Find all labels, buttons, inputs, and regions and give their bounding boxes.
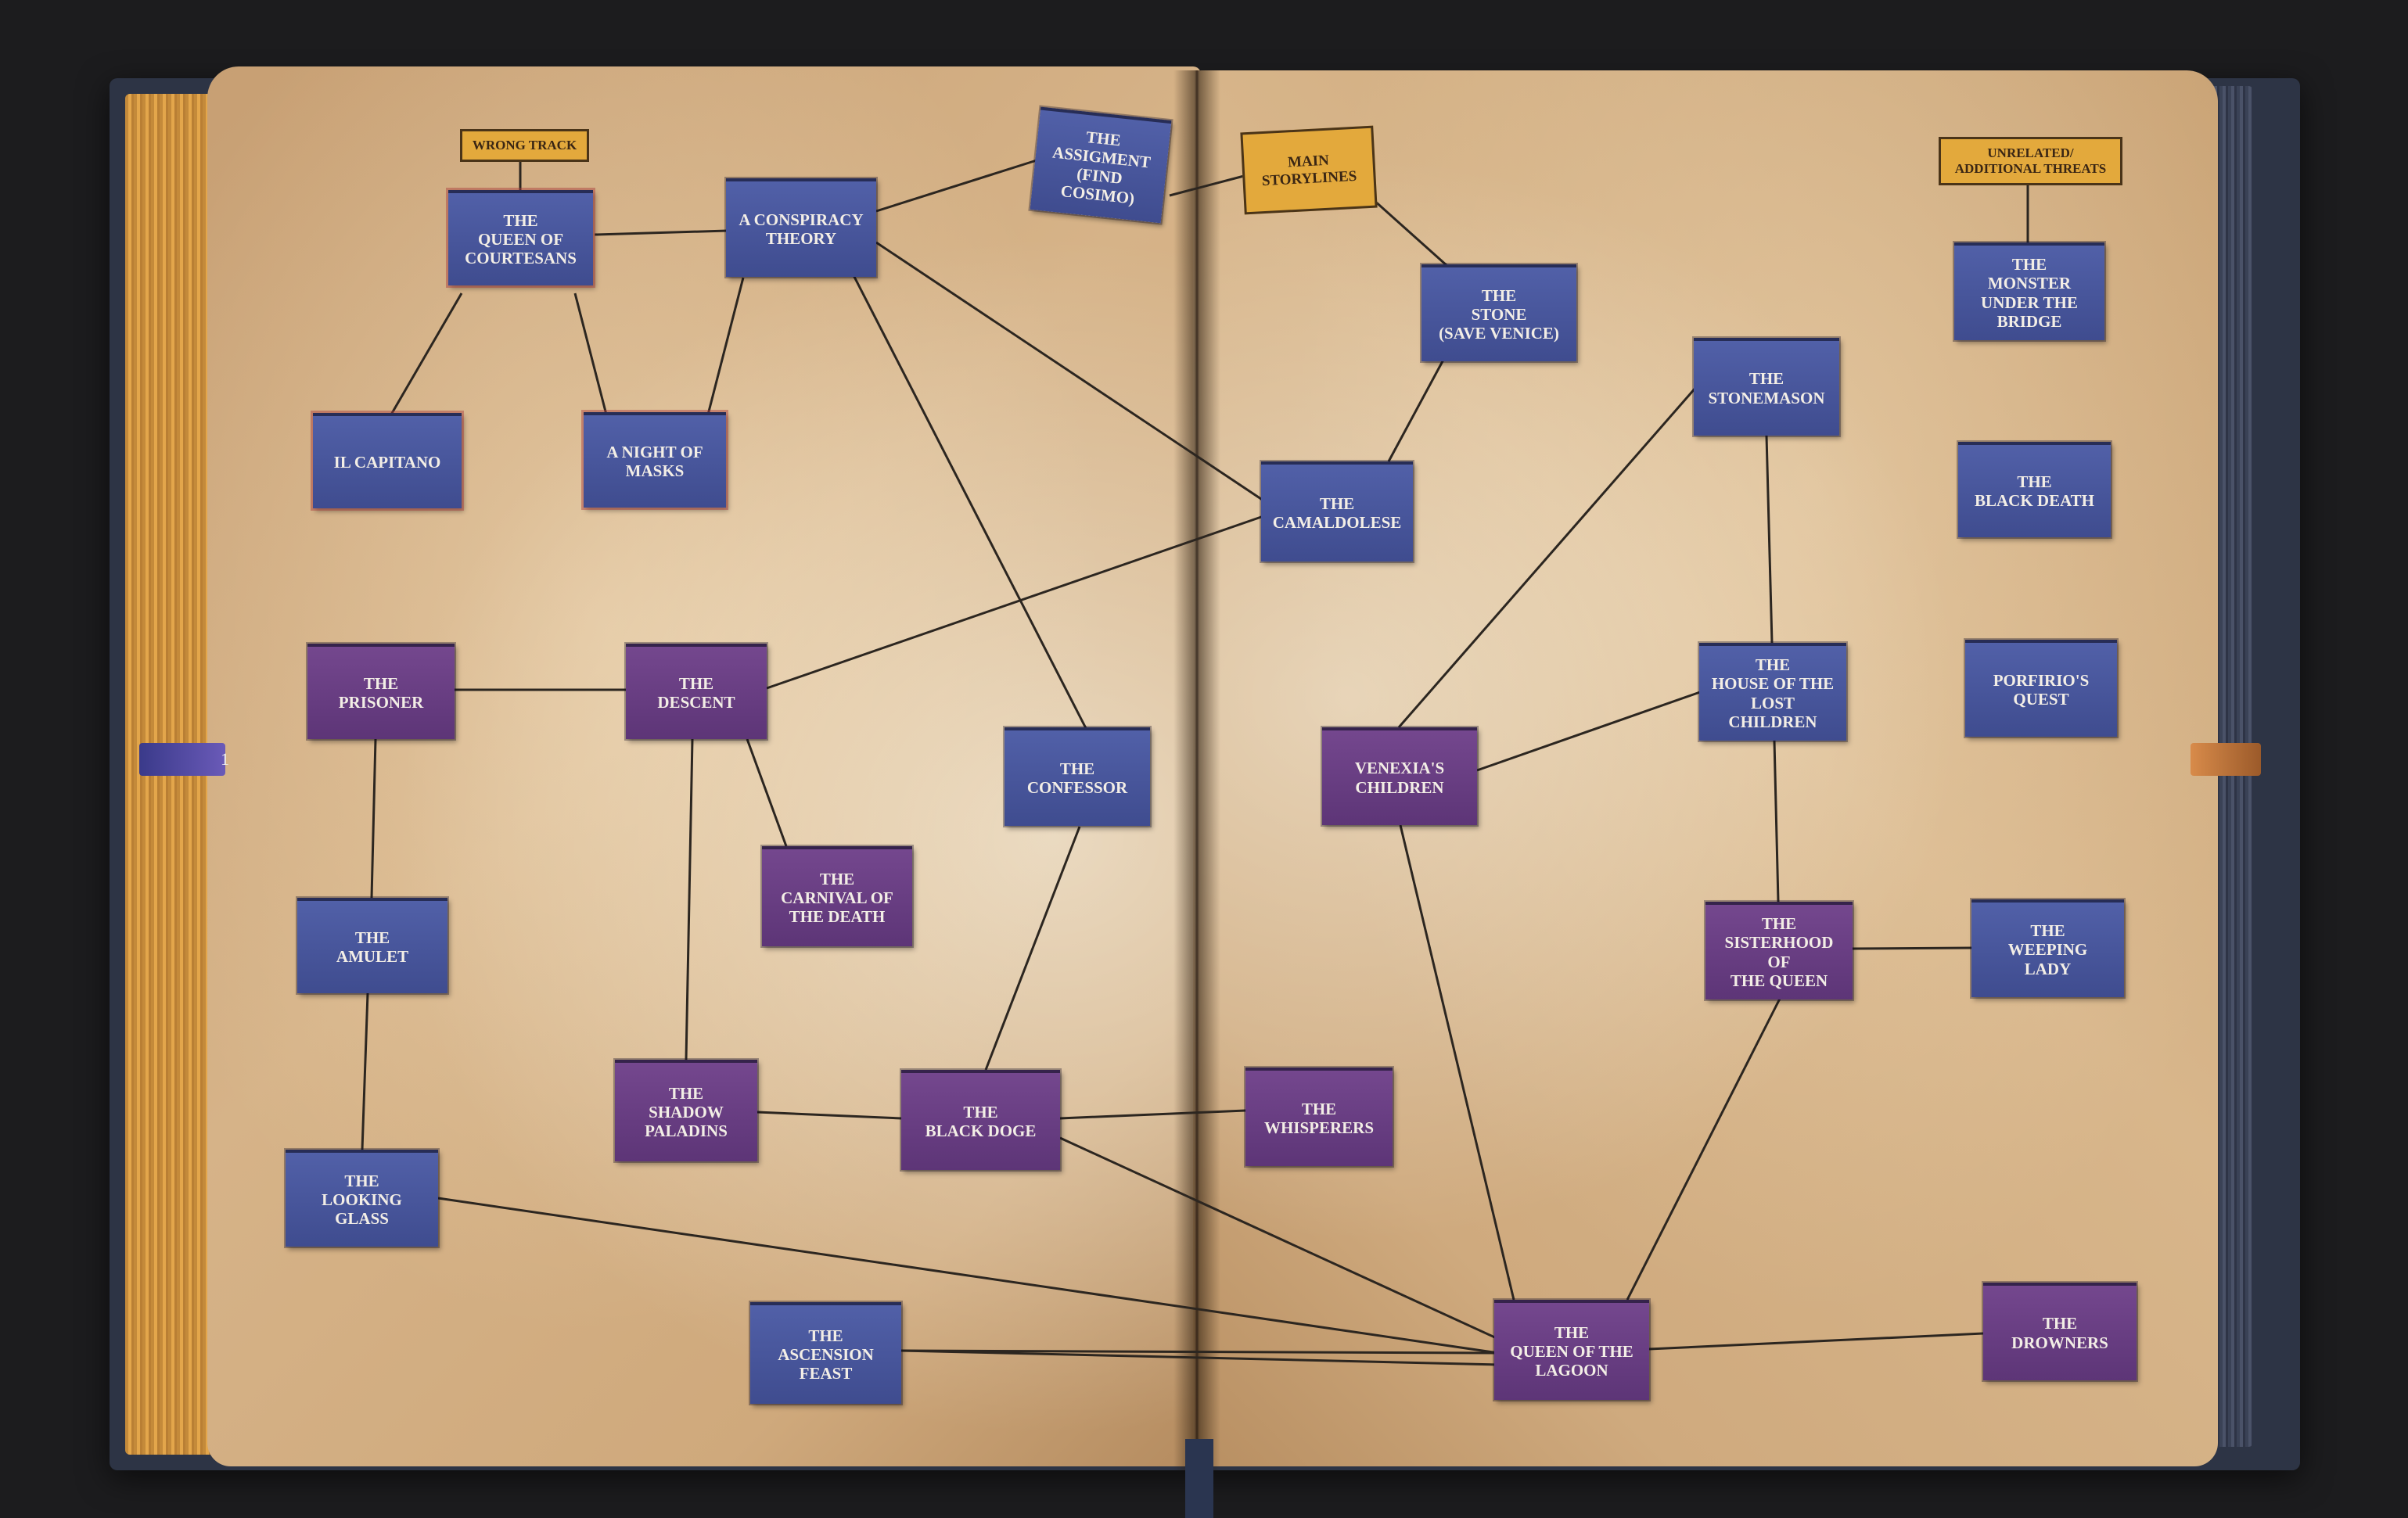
link-blackdoge-lagoon [1059,1136,1499,1340]
legend-wrong-track: WRONG TRACK [460,129,589,162]
node-night-of-masks: A NIGHT OF MASKS [584,412,726,508]
node-assignment: THE ASSIGMENT (FIND COSIMO) [1030,106,1172,224]
bookmark-ribbon [1185,1439,1213,1518]
chapter-tab-right [2191,743,2261,776]
node-shadow-paladins: THE SHADOW PALADINS [615,1060,757,1161]
node-looking-glass: THE LOOKING GLASS [286,1150,438,1247]
node-prisoner: THE PRISONER [307,644,455,739]
link-conspiracy-camaldolese [875,241,1264,502]
link-conspiracy-nightofmasks [706,277,745,415]
node-il-capitano: IL CAPITANO [313,413,462,508]
node-porfirio-quest: PORFIRIO'S QUEST [1965,640,2117,737]
node-black-doge: THE BLACK DOGE [901,1070,1060,1170]
link-lookingglass-lagoon [437,1197,1499,1355]
link-house-sisterhood [1773,740,1780,903]
node-venexia-children: VENEXIA'S CHILDREN [1322,727,1477,825]
legend-unrelated-threats: UNRELATED/ ADDITIONAL THREATS [1939,137,2122,185]
link-descent-carnival [746,738,788,847]
link-descent-camaldolese [766,515,1264,690]
link-confessor-blackdoge [984,826,1081,1071]
link-mainstorylines-stone [1371,198,1449,267]
link-prisoner-amulet [370,738,377,899]
link-stonemason-venexia [1397,386,1698,728]
link-blackdoge-whisperers [1059,1109,1246,1120]
node-amulet: THE AMULET [297,898,447,993]
legend-main-storylines: MAIN STORYLINES [1240,125,1378,215]
node-carnival-of-death: THE CARNIVAL OF THE DEATH [762,846,912,946]
node-sisterhood-queen: THE SISTERHOOD OF THE QUEEN [1705,902,1853,999]
node-black-death: THE BLACK DEATH [1958,442,2111,537]
node-stone: THE STONE (SAVE VENICE) [1421,264,1576,361]
link-assignment-mainstorylines [1169,174,1245,197]
link-lagoon-drowners [1648,1332,1984,1351]
link-conspiracy-confessor [851,273,1089,732]
node-queen-of-courtesans: THE QUEEN OF COURTESANS [448,190,593,285]
node-monster-under-bridge: THE MONSTER UNDER THE BRIDGE [1954,242,2104,340]
link-queen-ilcapitano [390,292,463,415]
link-queen-nightofmasks [573,292,608,415]
link-ascension-lagoon-2 [900,1349,1499,1366]
link-conspiracy-assignment [875,159,1037,213]
link-descent-shadowpaladins [685,738,694,1060]
node-weeping-lady: THE WEEPING LADY [1971,899,2124,997]
link-queen-conspiracy [594,229,728,236]
node-descent: THE DESCENT [626,644,767,739]
node-stonemason: THE STONEMASON [1694,338,1839,436]
node-queen-of-lagoon: THE QUEEN OF THE LAGOON [1494,1300,1649,1400]
link-house-venexia [1476,691,1701,772]
link-venexia-lagoon [1399,824,1515,1301]
node-ascension-feast: THE ASCENSION FEAST [750,1302,901,1404]
link-sisterhood-lagoon [1626,998,1781,1301]
link-ascension-lagoon [900,1349,1499,1355]
node-camaldolese: THE CAMALDOLESE [1261,461,1413,562]
node-confessor: THE CONFESSOR [1005,727,1150,826]
node-drowners: THE DROWNERS [1983,1283,2137,1380]
link-sisterhood-weeping [1852,946,1972,950]
link-stonemason-house [1765,435,1774,644]
book-gutter [1173,70,1220,1470]
link-stone-camaldolese [1387,359,1445,462]
link-shadowpaladins-blackdoge [757,1111,902,1120]
node-conspiracy-theory: A CONSPIRACY THEORY [726,178,876,277]
chapter-tab-left [139,743,225,776]
link-amulet-lookingglass [361,992,369,1150]
node-whisperers: THE WHISPERERS [1245,1068,1393,1166]
node-house-lost-children: THE HOUSE OF THE LOST CHILDREN [1699,643,1846,741]
chapter-tab-number: 1 [221,749,229,769]
